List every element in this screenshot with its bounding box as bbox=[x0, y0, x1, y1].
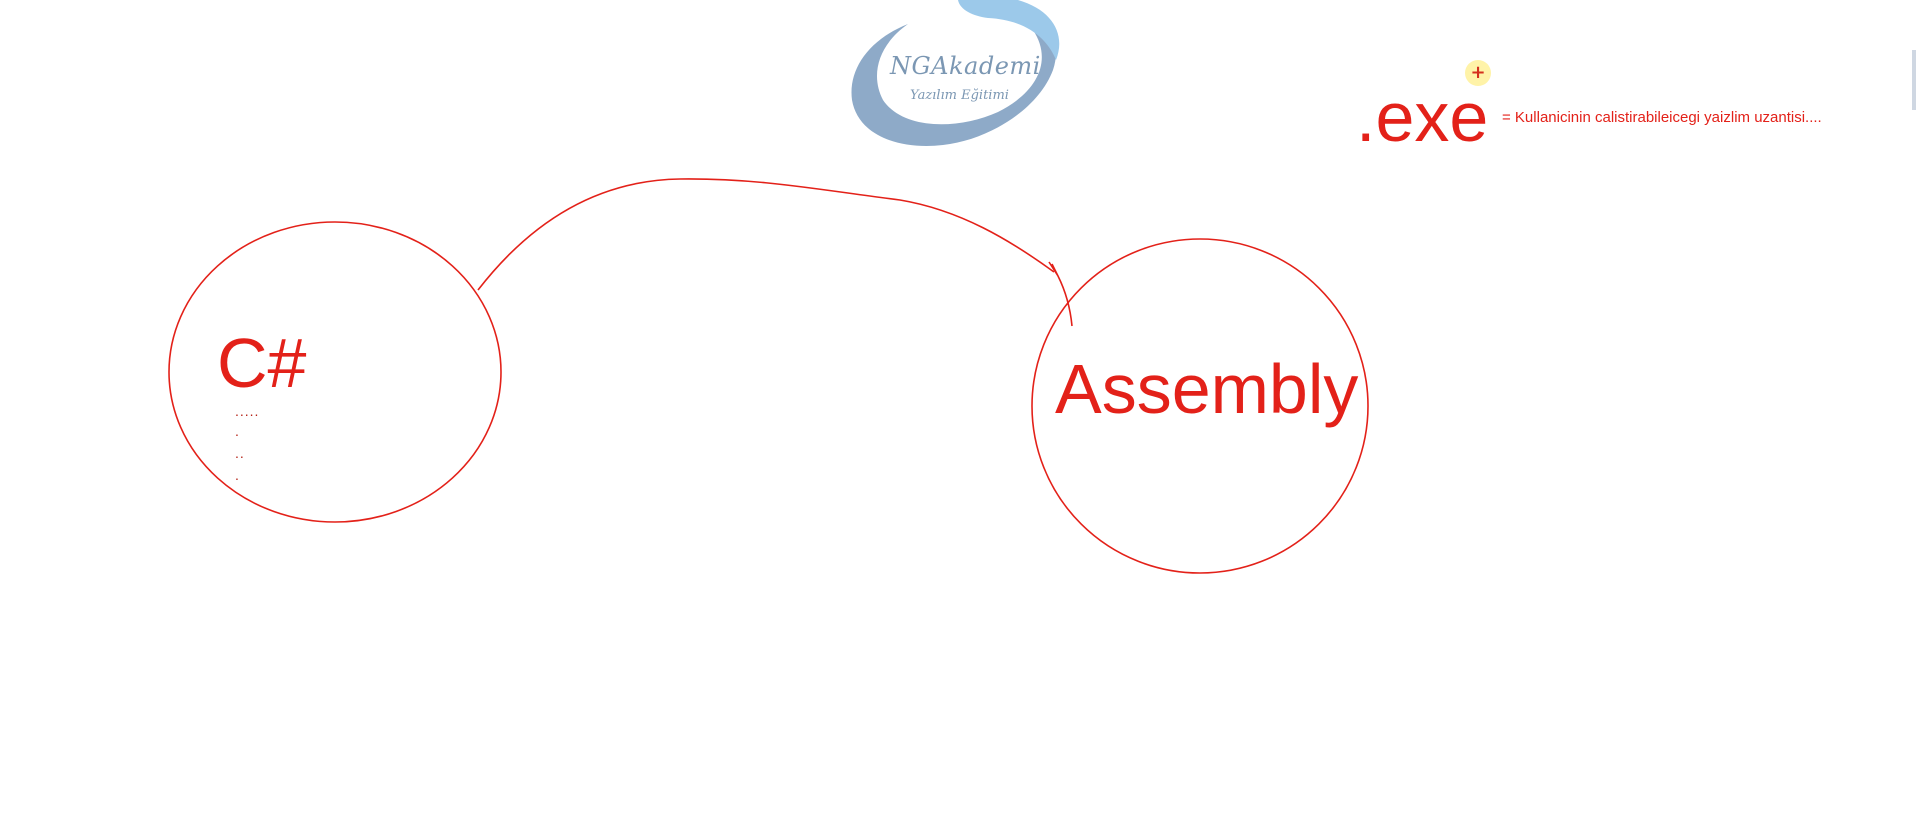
source-dots-1: ..... bbox=[235, 403, 260, 419]
source-dots-2: . bbox=[235, 423, 240, 439]
logo-title: NGAkademi bbox=[890, 52, 1041, 80]
plus-cursor-icon: + bbox=[1465, 60, 1491, 86]
logo-swoosh bbox=[851, 0, 1060, 146]
compile-arrow bbox=[477, 178, 1055, 291]
csharp-label: C# bbox=[217, 324, 307, 402]
edge-scroll-marker bbox=[1912, 50, 1916, 110]
csharp-circle bbox=[168, 221, 502, 523]
exe-label: .exe bbox=[1356, 78, 1489, 156]
exe-description: = Kullanicinin calistirabileicegi yaizli… bbox=[1502, 109, 1822, 126]
assembly-label: Assembly bbox=[1055, 350, 1359, 428]
logo-subtitle: Yazılım Eğitimi bbox=[910, 88, 1009, 103]
ngakademi-logo: NGAkademi Yazılım Eğitimi bbox=[848, 0, 1068, 150]
source-dots-4: . bbox=[235, 467, 240, 483]
source-dots-3: .. bbox=[235, 445, 245, 461]
assembly-circle bbox=[1031, 238, 1369, 574]
arrow-head bbox=[1048, 261, 1073, 327]
